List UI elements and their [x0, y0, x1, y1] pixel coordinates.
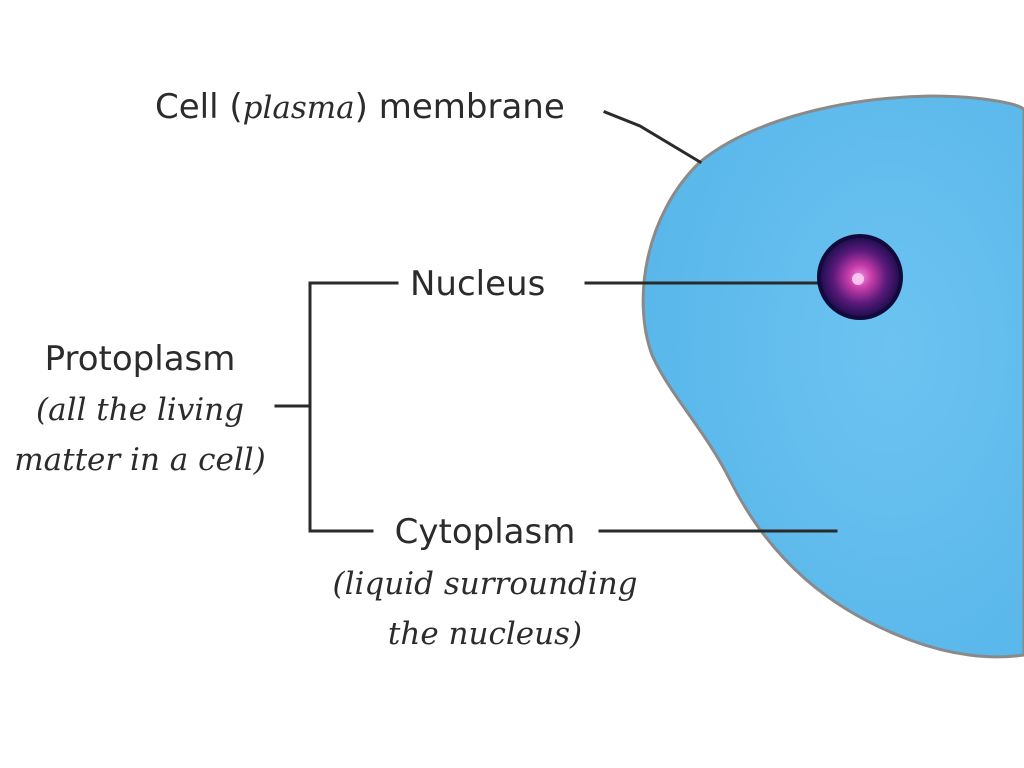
protoplasm-description-line1: (all the living [36, 392, 244, 428]
cytoplasm-description-line1: (liquid surrounding [332, 566, 637, 602]
nucleus-highlight [852, 273, 864, 285]
protoplasm-label: Protoplasm [45, 339, 236, 379]
membrane-leader-line [603, 110, 703, 165]
protoplasm-bracket [308, 281, 399, 533]
cell-membrane-shape [641, 94, 1024, 659]
nucleus-label: Nucleus [410, 264, 545, 304]
membrane-label: Cell (plasma) membrane [155, 87, 565, 127]
cytoplasm-description-line2: the nucleus) [388, 616, 582, 652]
protoplasm-description-line2: matter in a cell) [14, 442, 266, 478]
cytoplasm-label: Cytoplasm [395, 512, 576, 552]
leader-lines [274, 110, 838, 533]
